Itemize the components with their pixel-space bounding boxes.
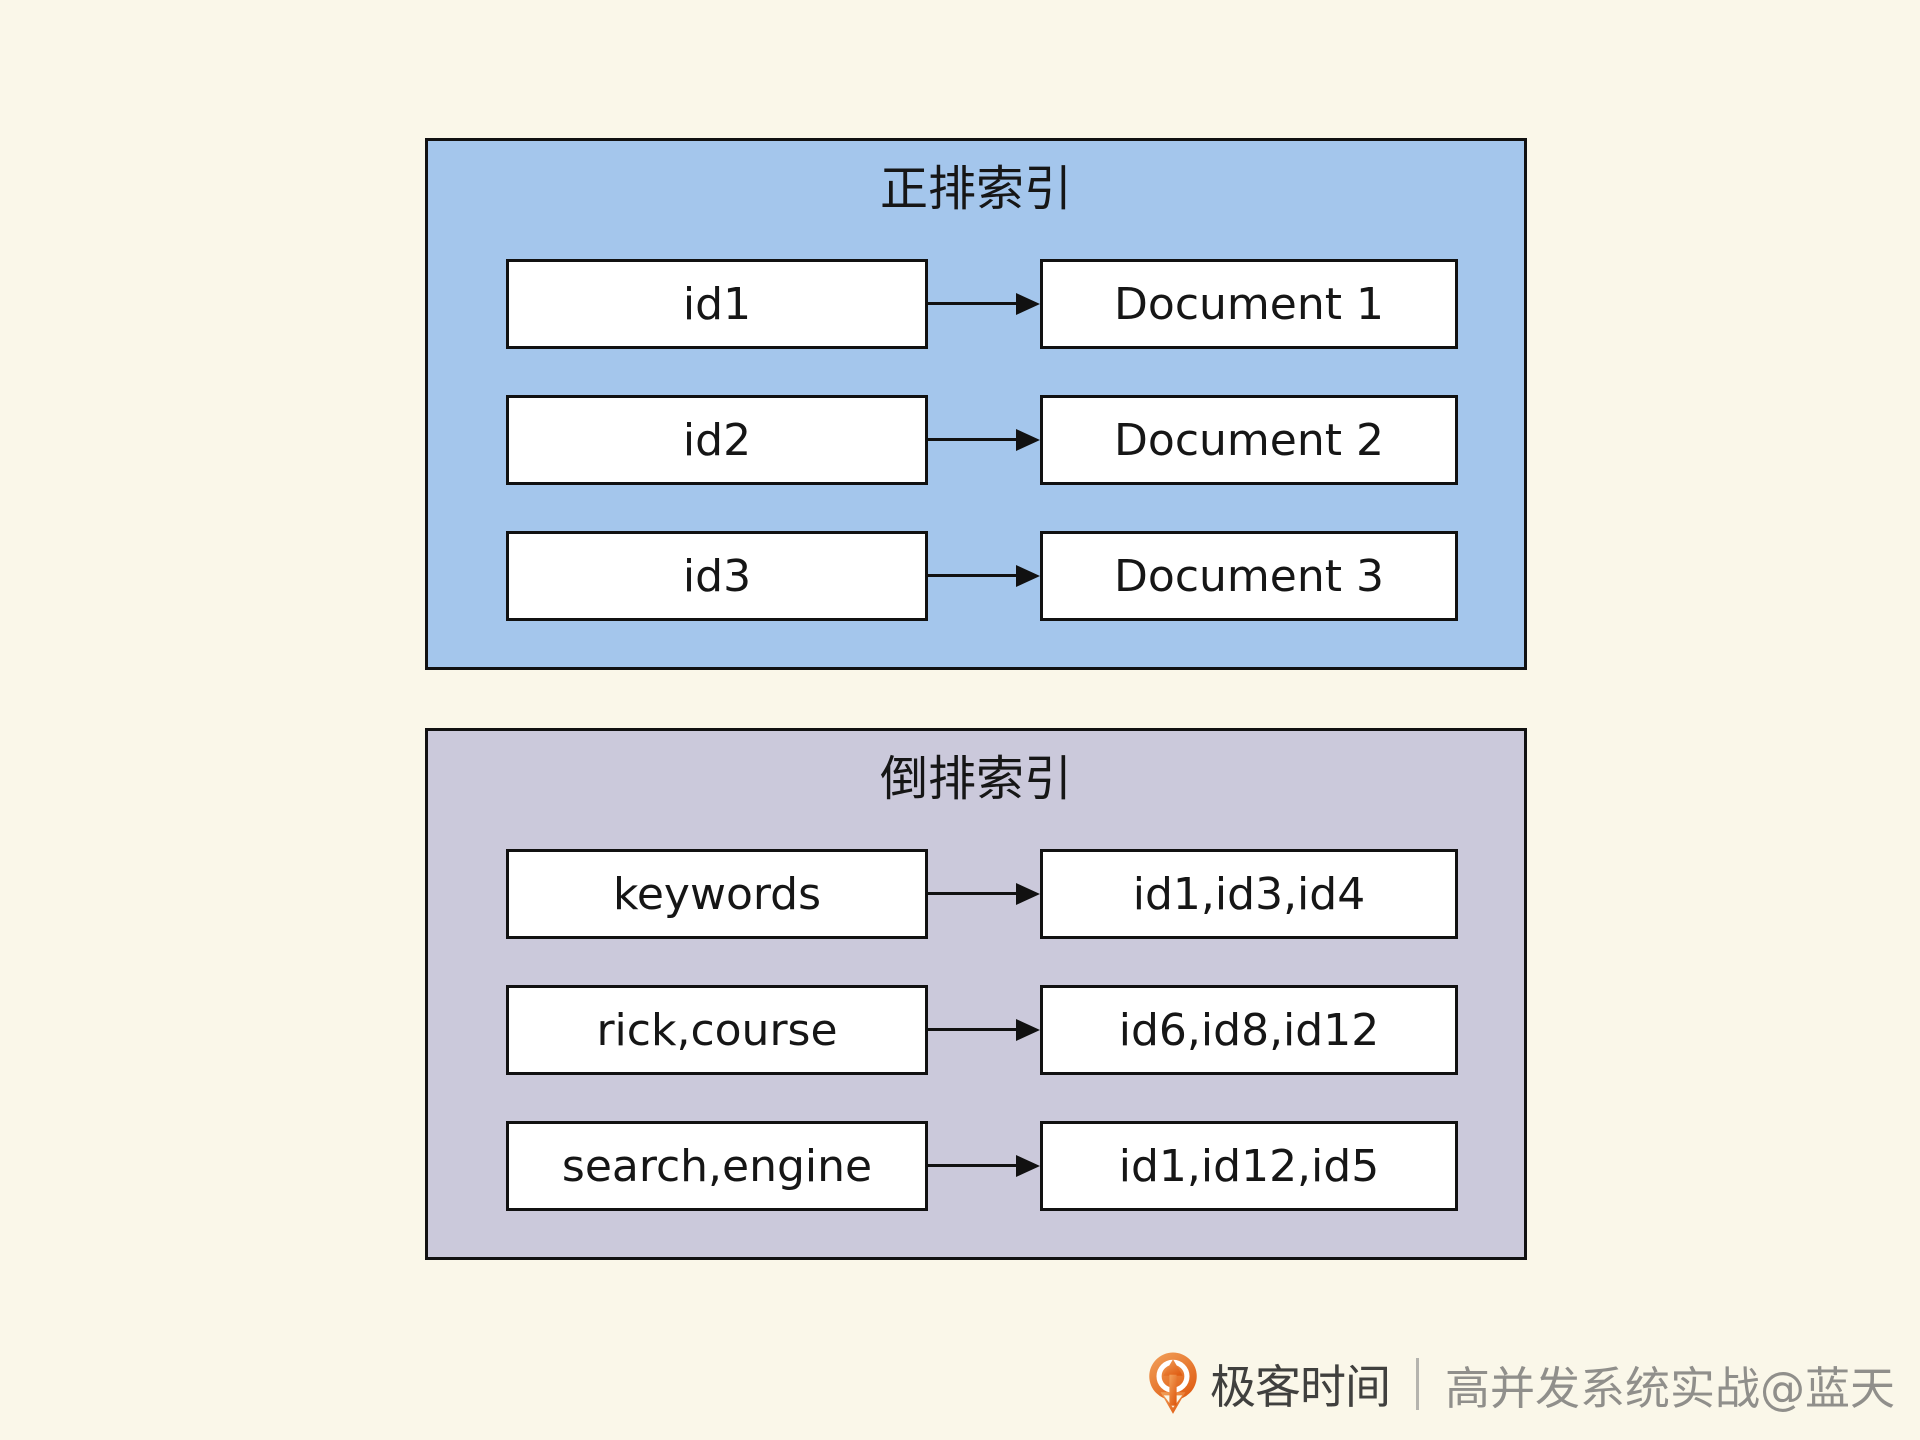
key-box: keywords — [506, 849, 928, 939]
value-box: Document 2 — [1040, 395, 1458, 485]
mapping-row: id1 Document 1 — [506, 259, 1458, 349]
key-box: id1 — [506, 259, 928, 349]
footer-watermark: 极客时间 高并发系统实战@蓝天 — [1147, 1346, 1895, 1422]
mapping-row: id3 Document 3 — [506, 531, 1458, 621]
credit-text: 高并发系统实战@蓝天 — [1444, 1361, 1895, 1415]
mapping-row: search,engine id1,id12,id5 — [506, 1121, 1458, 1211]
panel-title: 倒排索引 — [879, 751, 1072, 807]
value-box: id1,id3,id4 — [1040, 849, 1458, 939]
forward-index-panel: 正排索引 id1 Document 1 id2 Document 2 id3 D… — [425, 138, 1527, 670]
arrow-right-icon — [928, 1121, 1040, 1211]
inverted-index-rows: keywords id1,id3,id4 rick,course id6,id8… — [428, 849, 1524, 1211]
panel-title: 正排索引 — [879, 161, 1072, 217]
value-box: Document 1 — [1040, 259, 1458, 349]
key-box: rick,course — [506, 985, 928, 1075]
arrow-right-icon — [928, 985, 1040, 1075]
key-box: search,engine — [506, 1121, 928, 1211]
mapping-row: id2 Document 2 — [506, 395, 1458, 485]
key-box: id2 — [506, 395, 928, 485]
brand-name: 极客时间 — [1209, 1360, 1391, 1414]
forward-index-rows: id1 Document 1 id2 Document 2 id3 Docume… — [428, 259, 1524, 621]
arrow-right-icon — [928, 531, 1040, 621]
separator-bar — [1415, 1358, 1419, 1410]
inverted-index-panel: 倒排索引 keywords id1,id3,id4 rick,course id… — [425, 728, 1527, 1260]
arrow-right-icon — [928, 849, 1040, 939]
value-box: id6,id8,id12 — [1040, 985, 1458, 1075]
mapping-row: keywords id1,id3,id4 — [506, 849, 1458, 939]
value-box: Document 3 — [1040, 531, 1458, 621]
geektime-pin-icon — [1149, 1352, 1197, 1414]
key-box: id3 — [506, 531, 928, 621]
arrow-right-icon — [928, 259, 1040, 349]
arrow-right-icon — [928, 395, 1040, 485]
mapping-row: rick,course id6,id8,id12 — [506, 985, 1458, 1075]
value-box: id1,id12,id5 — [1040, 1121, 1458, 1211]
